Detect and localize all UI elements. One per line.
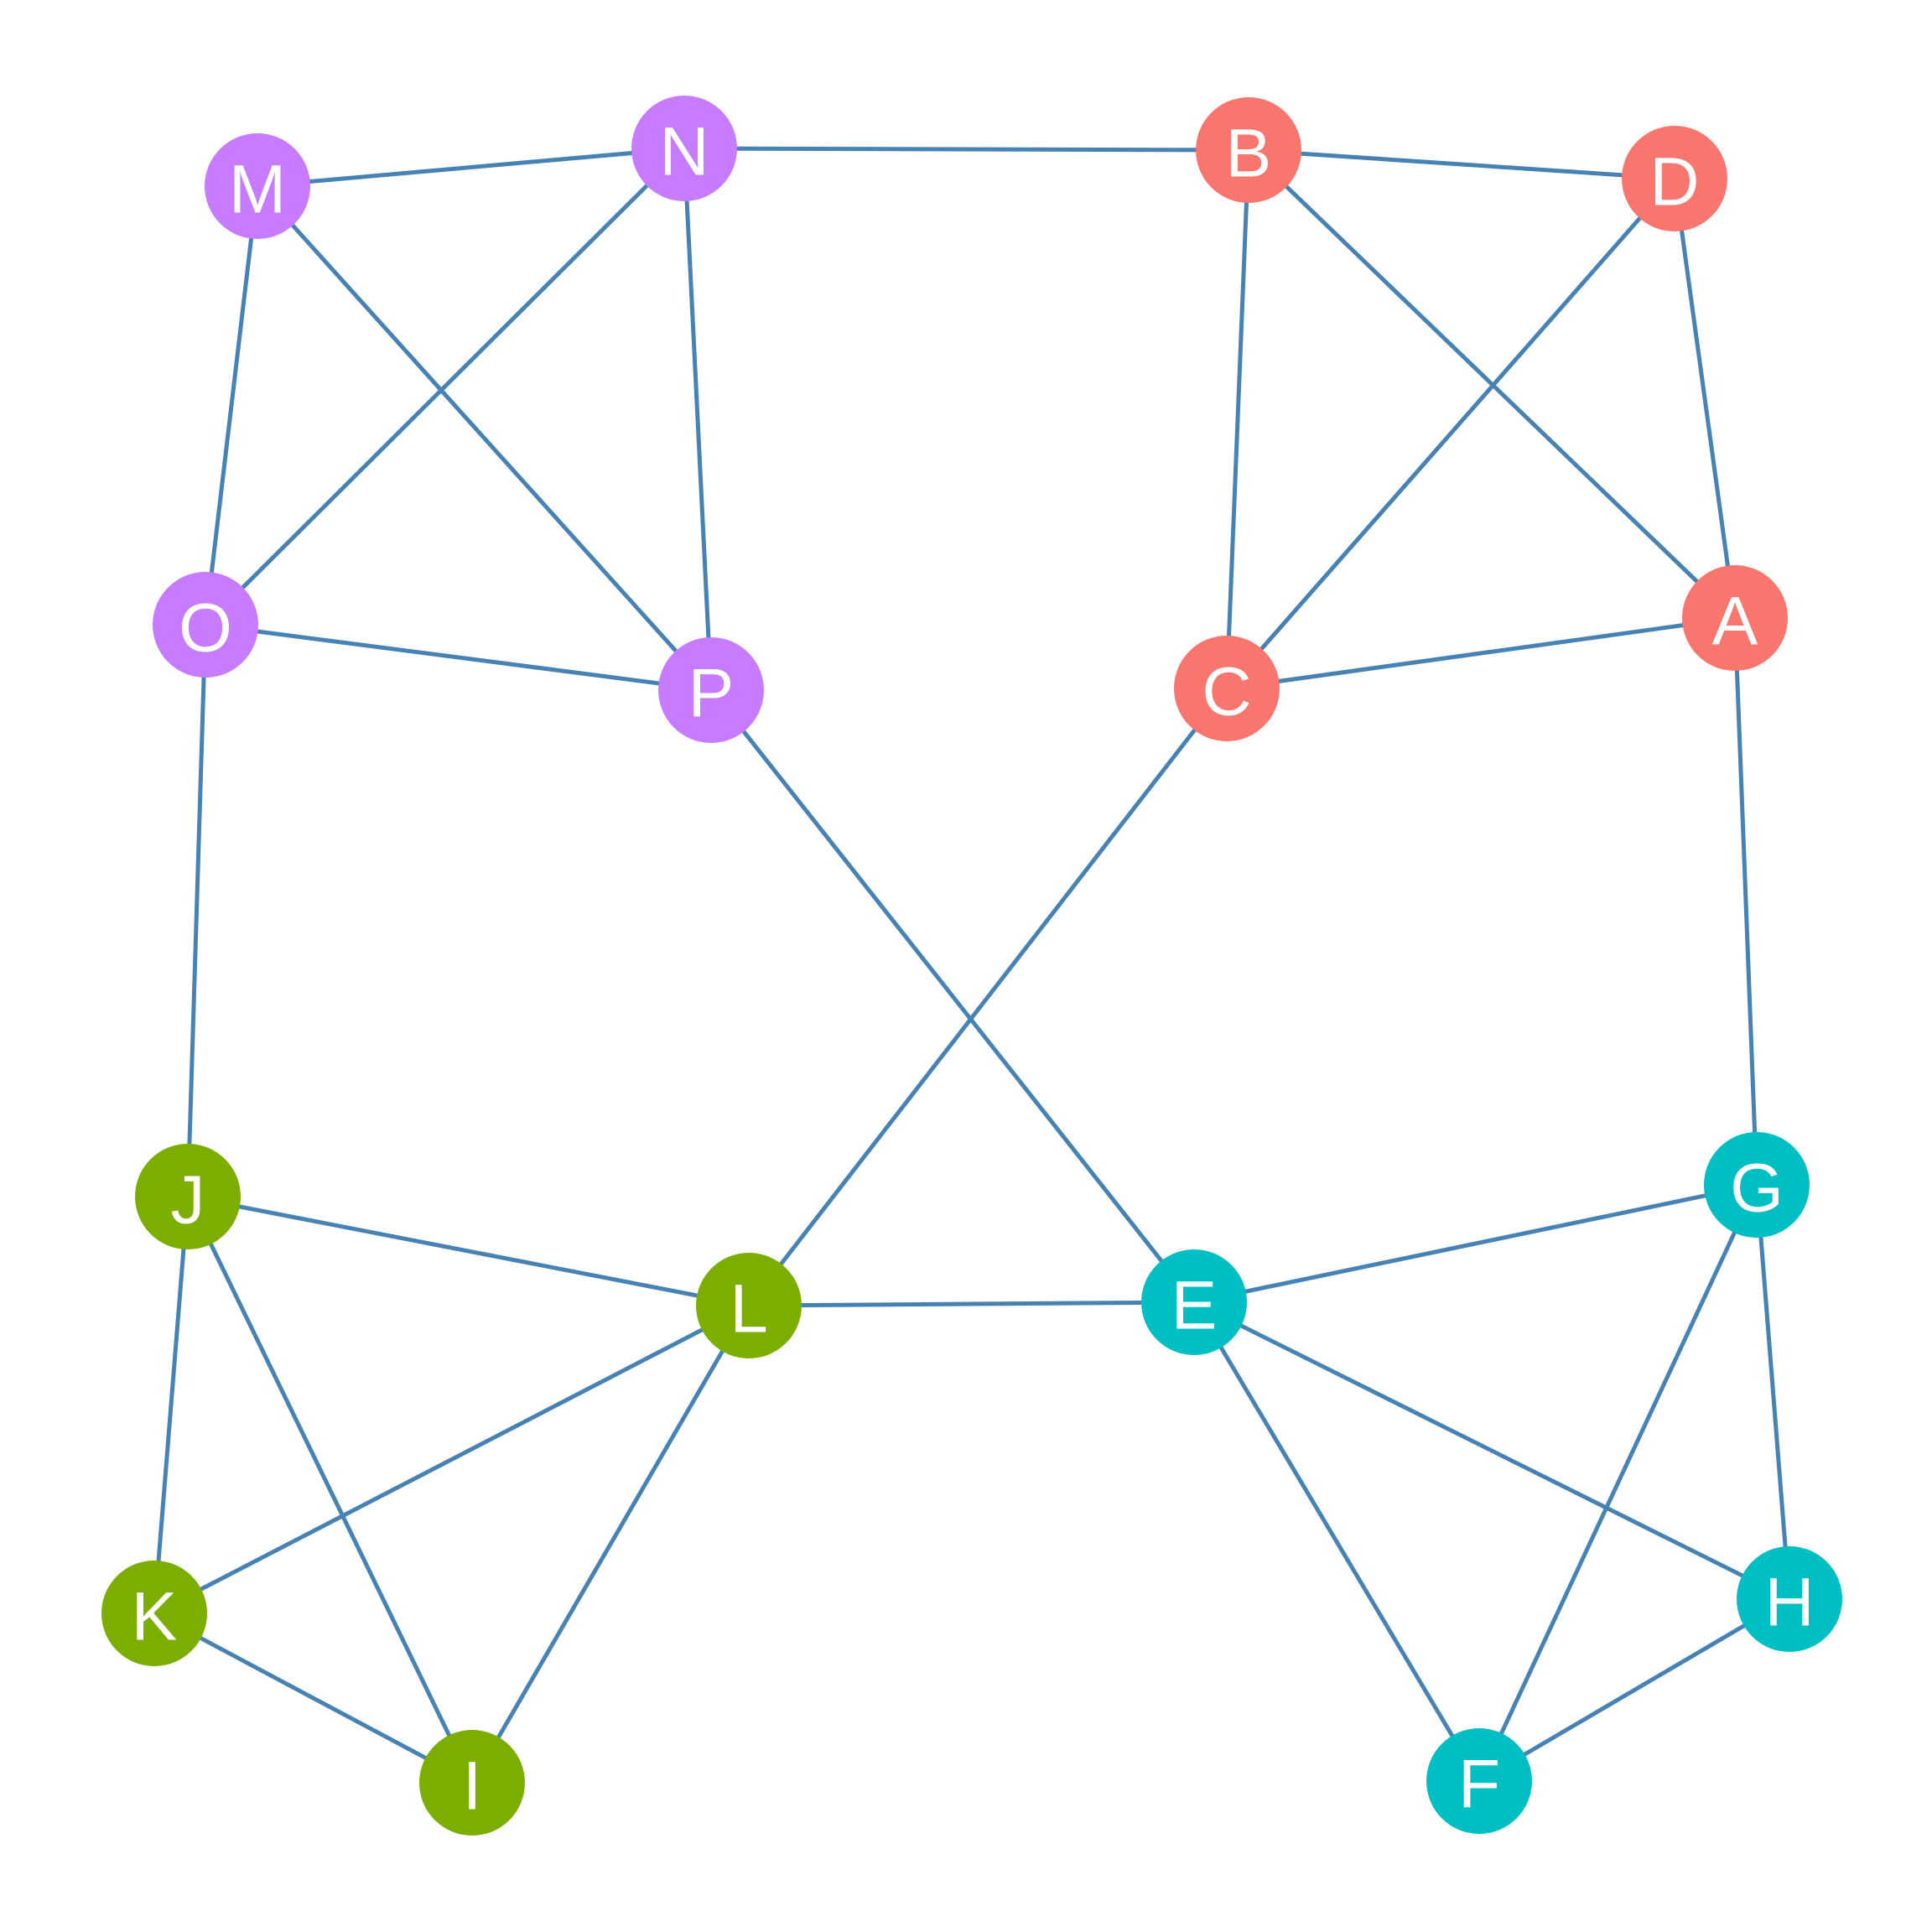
edge-E-G — [1193, 1182, 1758, 1305]
edge-N-P — [682, 148, 714, 691]
edge-L-I — [470, 1304, 751, 1784]
node-label: E — [1171, 1268, 1218, 1344]
node-circle — [135, 1144, 241, 1249]
node-label: N — [659, 114, 709, 190]
node-circle — [1426, 1728, 1532, 1834]
node-circle — [1704, 1132, 1810, 1238]
node-circle — [1141, 1249, 1247, 1355]
node-circle — [153, 572, 258, 678]
node-H: H — [1737, 1546, 1842, 1652]
node-label: G — [1730, 1150, 1784, 1227]
node-circle — [631, 96, 737, 201]
node-J: J — [135, 1144, 241, 1249]
node-L: L — [696, 1253, 802, 1358]
node-label: H — [1764, 1565, 1814, 1641]
edge-D-A — [1672, 178, 1737, 619]
edge-J-K — [152, 1196, 190, 1614]
edge-N-O — [204, 147, 686, 626]
node-label: M — [229, 152, 286, 228]
node-label: J — [171, 1162, 205, 1239]
node-F: F — [1426, 1728, 1532, 1834]
node-label: A — [1712, 584, 1758, 660]
edge-D-C — [1225, 177, 1676, 690]
edge-J-I — [185, 1195, 475, 1784]
node-M: M — [205, 133, 310, 239]
node-label: L — [730, 1271, 768, 1348]
edge-C-A — [1226, 615, 1736, 691]
node-I: I — [419, 1730, 525, 1836]
node-label: P — [688, 656, 735, 732]
edge-P-E — [709, 688, 1196, 1304]
edge-E-F — [1192, 1301, 1482, 1783]
node-N: N — [631, 96, 737, 201]
node-circle — [1737, 1546, 1842, 1652]
node-label: D — [1649, 144, 1699, 221]
nodes-layer: A B C D E F G H I J K L M N O P — [101, 96, 1842, 1836]
node-circle — [1622, 126, 1727, 231]
node-A: A — [1682, 565, 1788, 671]
node-label: B — [1226, 116, 1272, 192]
edge-O-J — [185, 624, 208, 1197]
edge-H-F — [1478, 1597, 1791, 1784]
node-circle — [1174, 636, 1280, 741]
edge-M-O — [203, 185, 260, 626]
node-circle — [1196, 97, 1301, 203]
node-K: K — [101, 1561, 207, 1666]
node-circle — [419, 1730, 525, 1836]
node-circle — [101, 1561, 207, 1666]
edges-layer — [152, 146, 1792, 1785]
node-circle — [1682, 565, 1788, 671]
node-label: K — [132, 1579, 178, 1655]
edge-J-L — [187, 1194, 750, 1308]
edge-A-G — [1732, 617, 1759, 1186]
edge-G-F — [1477, 1183, 1759, 1783]
edge-L-K — [153, 1303, 750, 1616]
node-label: O — [179, 590, 232, 667]
node-label: I — [463, 1748, 482, 1825]
node-D: D — [1622, 126, 1727, 231]
node-C: C — [1174, 636, 1280, 741]
edge-O-P — [205, 622, 712, 693]
node-label: F — [1458, 1747, 1500, 1823]
edge-C-L — [747, 687, 1228, 1307]
edge-M-N — [257, 146, 685, 189]
node-O: O — [153, 572, 258, 678]
edge-E-H — [1192, 1300, 1791, 1602]
edge-G-H — [1754, 1184, 1792, 1600]
edge-M-P — [256, 184, 713, 692]
edge-N-B — [683, 146, 1249, 153]
node-E: E — [1141, 1249, 1247, 1355]
node-P: P — [658, 637, 764, 743]
edge-K-I — [153, 1611, 474, 1785]
node-circle — [696, 1253, 802, 1358]
node-B: B — [1196, 97, 1301, 203]
edge-B-C — [1224, 149, 1251, 689]
node-G: G — [1704, 1132, 1810, 1238]
edge-B-D — [1248, 148, 1675, 181]
node-circle — [205, 133, 310, 239]
edge-L-E — [748, 1300, 1195, 1308]
node-circle — [658, 637, 764, 743]
node-label: C — [1202, 654, 1251, 730]
